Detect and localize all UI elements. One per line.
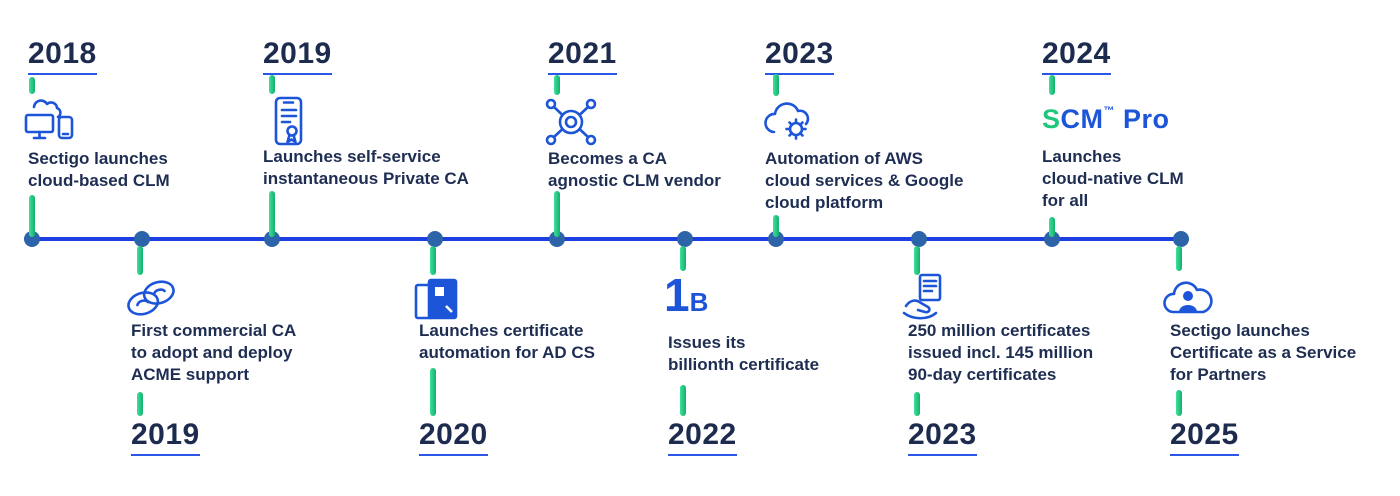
event-description: Automation of AWS cloud services & Googl… bbox=[765, 149, 964, 212]
connector bbox=[773, 74, 779, 96]
connector bbox=[914, 246, 920, 275]
scm-logo-cm: CM bbox=[1060, 104, 1104, 134]
connector bbox=[554, 191, 560, 237]
one-billion-digit: 1 bbox=[664, 269, 690, 321]
scm-logo-pro: Pro bbox=[1115, 104, 1170, 134]
event-description: First commercial CA to adopt and deploy … bbox=[131, 321, 297, 384]
connector bbox=[680, 246, 686, 271]
connector bbox=[137, 246, 143, 275]
scm-logo-trademark: ™ bbox=[1103, 105, 1116, 117]
timeline-node bbox=[549, 231, 565, 247]
connector bbox=[1049, 75, 1055, 95]
connector bbox=[554, 75, 560, 95]
timeline-node bbox=[677, 231, 693, 247]
connector bbox=[137, 392, 143, 416]
acme-fingerprint-icon bbox=[118, 274, 184, 322]
connector bbox=[1176, 246, 1182, 271]
one-billion-icon: 1B bbox=[664, 272, 708, 318]
connector bbox=[430, 246, 436, 275]
year-label-2020-bottom: 2020 bbox=[419, 419, 488, 456]
connector bbox=[29, 195, 35, 237]
year-label-2019-bottom: 2019 bbox=[131, 419, 200, 456]
ad-cs-window-icon bbox=[412, 276, 460, 322]
timeline-node bbox=[768, 231, 784, 247]
event-description: Launches cloud-native CLM for all bbox=[1042, 147, 1184, 210]
event-description: Becomes a CA agnostic CLM vendor bbox=[548, 149, 721, 190]
year-label-2023-top: 2023 bbox=[765, 38, 834, 75]
event-description: Launches self-service instantaneous Priv… bbox=[263, 147, 469, 188]
timeline-line bbox=[24, 237, 1189, 241]
private-ca-phone-icon bbox=[262, 95, 312, 147]
event-description: Sectigo launches cloud-based CLM bbox=[28, 149, 170, 190]
connector bbox=[914, 392, 920, 416]
connector bbox=[430, 368, 436, 416]
event-description: Launches certificate automation for AD C… bbox=[419, 321, 595, 362]
connector bbox=[773, 215, 779, 237]
year-label-2025-bottom: 2025 bbox=[1170, 419, 1239, 456]
year-label-2019-top: 2019 bbox=[263, 38, 332, 75]
connector bbox=[1176, 390, 1182, 416]
connector bbox=[269, 75, 275, 94]
timeline-node bbox=[24, 231, 40, 247]
event-description: Issues its billionth certificate bbox=[668, 333, 820, 374]
cloud-devices-icon bbox=[22, 92, 76, 146]
timeline-node bbox=[1173, 231, 1189, 247]
timeline-node bbox=[1044, 231, 1060, 247]
year-label-2021-top: 2021 bbox=[548, 38, 617, 75]
event-description: Sectigo launches Certificate as a Servic… bbox=[1170, 321, 1357, 384]
year-label-2018-top: 2018 bbox=[28, 38, 97, 75]
certificates-hand-icon bbox=[898, 272, 956, 322]
connector bbox=[680, 385, 686, 416]
timeline-node bbox=[911, 231, 927, 247]
cloud-automation-icon bbox=[760, 98, 818, 144]
network-hub-icon bbox=[543, 97, 599, 147]
scm-pro-logo: SCM™ Pro bbox=[1042, 106, 1170, 133]
year-label-2023-bottom: 2023 bbox=[908, 419, 977, 456]
cloud-service-icon bbox=[1160, 272, 1216, 320]
year-label-2022-bottom: 2022 bbox=[668, 419, 737, 456]
timeline-node bbox=[264, 231, 280, 247]
connector bbox=[269, 191, 275, 237]
timeline-node bbox=[134, 231, 150, 247]
timeline-node bbox=[427, 231, 443, 247]
connector bbox=[1049, 217, 1055, 237]
scm-logo-s: S bbox=[1042, 104, 1061, 134]
connector bbox=[29, 77, 35, 94]
event-description: 250 million certificates issued incl. 14… bbox=[908, 321, 1094, 384]
one-billion-b: B bbox=[689, 287, 709, 317]
year-label-2024-top: 2024 bbox=[1042, 38, 1111, 75]
